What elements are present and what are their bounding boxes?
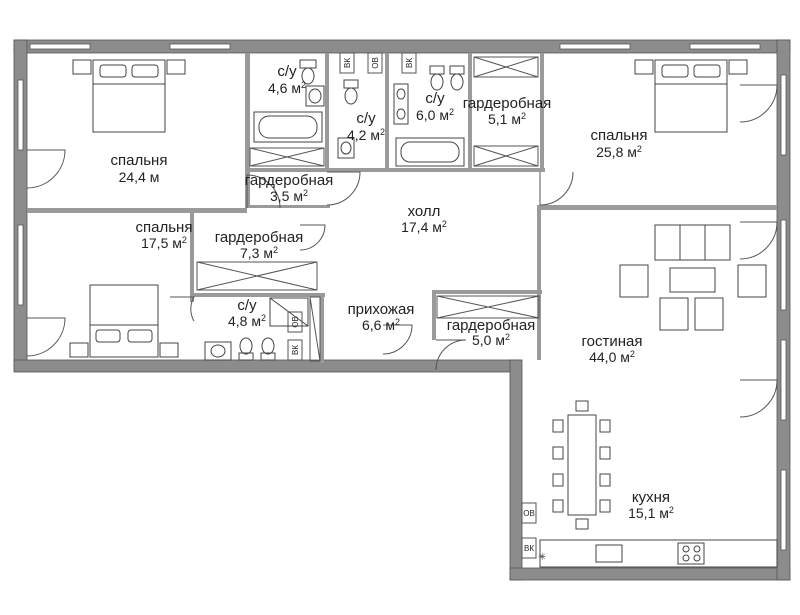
room-area-bedroom-nw: 24,4 м — [119, 169, 160, 185]
service-shafts: ВК ОВ ВК ОВ ВК ОВ ВК — [287, 52, 537, 559]
room-name-bedroom-ne: спальня — [591, 127, 648, 144]
room-area-wardrobe-sw: 7,3 м2 — [240, 245, 278, 261]
room-name-bath-1: с/у — [277, 63, 297, 80]
sink-icon — [305, 85, 325, 107]
bed-icon — [69, 284, 179, 358]
room-area-living: 44,0 м2 — [589, 349, 635, 365]
shaft-vk-label-3: ВК — [291, 345, 300, 355]
room-area-bedroom-ne: 25,8 м2 — [596, 144, 642, 160]
room-area-wardrobe-mid: 3,5 м2 — [270, 188, 308, 204]
room-name-wardrobe-ne: гардеробная — [463, 95, 552, 112]
toilet-icon — [429, 65, 465, 91]
room-area-bath-4: 4,8 м2 — [228, 313, 266, 329]
room-area-wardrobe-entry: 5,0 м2 — [472, 332, 510, 348]
door-icon — [435, 339, 467, 371]
bed-icon — [634, 59, 748, 133]
room-area-bath-3: 6,0 м2 — [416, 107, 454, 123]
room-name-wardrobe-sw: гардеробная — [215, 229, 304, 246]
door-icon — [739, 379, 778, 418]
toilet-icon — [343, 79, 359, 105]
closets — [196, 56, 540, 362]
shaft-vk-label-1: ВК — [343, 58, 352, 68]
door-icon — [246, 174, 281, 209]
room-labels: спальня 24,4 м с/у 4,6 м2 с/у 4,2 м2 с/у… — [111, 63, 674, 521]
armchair-icon — [619, 264, 767, 331]
room-area-hall: 17,4 м2 — [401, 219, 447, 235]
bathtub-icon — [395, 137, 465, 167]
dining-table-icon — [552, 400, 611, 530]
interior-walls — [27, 53, 777, 363]
room-name-entrance: прихожая — [348, 301, 415, 318]
room-name-kitchen: кухня — [632, 489, 670, 506]
room-area-bath-1: 4,6 м2 — [268, 80, 306, 96]
door-icon — [299, 224, 326, 251]
room-name-bath-2: с/у — [356, 110, 376, 127]
shaft-ov-label-2: ОВ — [291, 316, 300, 328]
sofa-icon — [654, 224, 731, 261]
door-icon — [326, 171, 361, 206]
shaft-vk-label-2: ВК — [405, 58, 414, 68]
sink-icon — [393, 83, 409, 125]
door-icon — [26, 317, 66, 357]
shaft-ov-label-1: ОВ — [371, 57, 380, 69]
door-icon — [539, 171, 574, 206]
room-name-bedroom-nw: спальня — [111, 152, 168, 169]
outer-walls — [13, 39, 791, 581]
furniture: ✳ — [69, 59, 778, 568]
shaft-ov-label-3: ОВ — [523, 509, 535, 518]
room-area-kitchen: 15,1 м2 — [628, 505, 674, 521]
bed-icon — [72, 59, 186, 133]
ventilation-icon: ✳ — [538, 552, 546, 563]
room-area-entrance: 6,6 м2 — [362, 317, 400, 333]
bathtub-icon — [253, 111, 323, 143]
door-icon — [170, 296, 195, 322]
door-icon — [382, 324, 413, 355]
room-name-bath-3: с/у — [425, 90, 445, 107]
doors — [26, 84, 778, 418]
door-icon — [26, 149, 66, 189]
room-name-living: гостиная — [582, 333, 643, 350]
room-name-bedroom-sw: спальня — [136, 219, 193, 236]
room-area-wardrobe-ne: 5,1 м2 — [488, 111, 526, 127]
shaft-vk-label-4: ВК — [524, 544, 534, 553]
room-name-bath-4: с/у — [237, 297, 257, 314]
toilet-icon — [238, 337, 276, 361]
room-name-wardrobe-entry: гардеробная — [447, 317, 536, 334]
door-icon — [739, 221, 778, 260]
door-icon — [739, 84, 778, 123]
room-name-hall: холл — [408, 203, 441, 220]
sink-icon — [337, 137, 355, 159]
kitchen-counter-icon: ✳ — [538, 539, 778, 568]
toilet-icon — [299, 59, 317, 85]
shower-icon — [269, 297, 309, 327]
coffee-table-icon — [669, 267, 716, 293]
sink-icon — [204, 341, 232, 361]
room-area-bath-2: 4,2 м2 — [347, 127, 385, 143]
room-name-wardrobe-mid: гардеробная — [245, 172, 334, 189]
room-area-bedroom-sw: 17,5 м2 — [141, 235, 187, 251]
